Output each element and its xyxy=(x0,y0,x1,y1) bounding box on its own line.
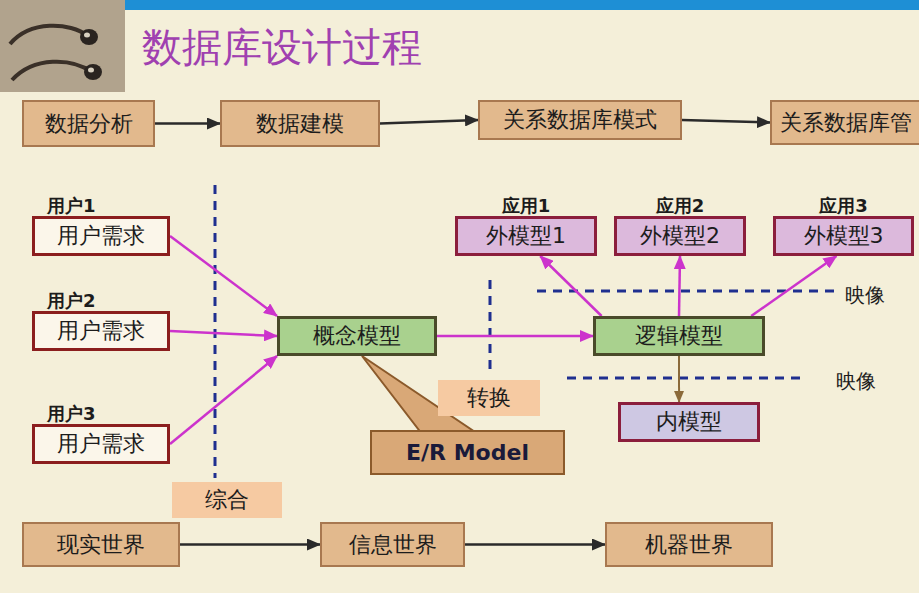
mapping-line xyxy=(567,377,805,380)
binder-tab xyxy=(0,0,125,92)
box-text: 外模型1 xyxy=(486,223,566,248)
arrow-connector xyxy=(682,120,770,123)
box-text: E/R Model xyxy=(406,440,529,465)
process-box: 关系数据库模式 xyxy=(478,100,682,140)
box-text: 用户需求 xyxy=(57,431,145,456)
heading-text: 用户2 xyxy=(47,289,96,313)
arrow-connector xyxy=(180,543,320,546)
model-box: 逻辑模型 xyxy=(593,316,765,356)
requirement-box: 用户3用户需求 xyxy=(32,424,170,464)
box-text: 现实世界 xyxy=(57,532,145,557)
arrow-connector xyxy=(751,256,836,316)
box-text: 数据分析 xyxy=(45,111,133,136)
divider-line xyxy=(489,280,492,374)
external-model-box: 应用3外模型3 xyxy=(773,216,914,256)
box-text: 关系数据库模式 xyxy=(503,107,657,132)
box-text: 概念模型 xyxy=(313,323,401,348)
divider-line xyxy=(214,185,217,478)
process-box: 数据建模 xyxy=(220,100,380,147)
box-text: 外模型3 xyxy=(804,223,884,248)
box-text: 数据建模 xyxy=(256,111,344,136)
slide-title: 数据库设计过程 xyxy=(142,20,422,75)
world-box: 机器世界 xyxy=(605,522,773,567)
binder-ring xyxy=(10,26,102,80)
arrow-connector xyxy=(155,122,220,125)
step-label-box: 转换 xyxy=(438,380,540,416)
arrow-connector xyxy=(540,256,601,316)
mapping-label: 映像 xyxy=(836,368,876,395)
internal-model-box: 内模型 xyxy=(618,402,760,442)
arrow-connector xyxy=(679,256,680,316)
model-box: 概念模型 xyxy=(277,316,437,356)
heading-text: 应用2 xyxy=(617,194,743,218)
requirement-box: 用户2用户需求 xyxy=(32,311,170,351)
arrow-connector xyxy=(678,356,680,402)
box-text: 用户需求 xyxy=(57,318,145,343)
step-label-box: 综合 xyxy=(172,482,282,518)
box-text: 综合 xyxy=(205,487,249,512)
arrow-connector xyxy=(170,356,277,444)
heading-text: 应用1 xyxy=(458,194,594,218)
process-box: 关系数据库管 xyxy=(770,100,919,145)
external-model-box: 应用2外模型2 xyxy=(614,216,746,256)
arrow-connector xyxy=(465,543,605,546)
box-text: 逻辑模型 xyxy=(635,323,723,348)
callout-box: E/R Model xyxy=(370,430,565,475)
arrow-connector xyxy=(170,331,277,336)
world-box: 信息世界 xyxy=(320,522,465,567)
arrow-connector xyxy=(437,335,593,338)
requirement-box: 用户1用户需求 xyxy=(32,216,170,256)
heading-text: 应用3 xyxy=(776,194,911,218)
arrow-connector xyxy=(380,120,478,124)
top-bar xyxy=(125,0,919,10)
box-text: 信息世界 xyxy=(349,532,437,557)
box-text: 关系数据库管 xyxy=(780,110,912,135)
box-text: 外模型2 xyxy=(640,223,720,248)
box-text: 用户需求 xyxy=(57,223,145,248)
heading-text: 用户3 xyxy=(47,402,96,426)
arrow-connector xyxy=(170,236,277,316)
box-text: 转换 xyxy=(467,385,511,410)
world-box: 现实世界 xyxy=(22,522,180,567)
process-box: 数据分析 xyxy=(22,100,155,147)
box-text: 机器世界 xyxy=(645,532,733,557)
heading-text: 用户1 xyxy=(47,194,96,218)
box-text: 内模型 xyxy=(656,409,722,434)
external-model-box: 应用1外模型1 xyxy=(455,216,597,256)
mapping-label: 映像 xyxy=(845,282,885,309)
